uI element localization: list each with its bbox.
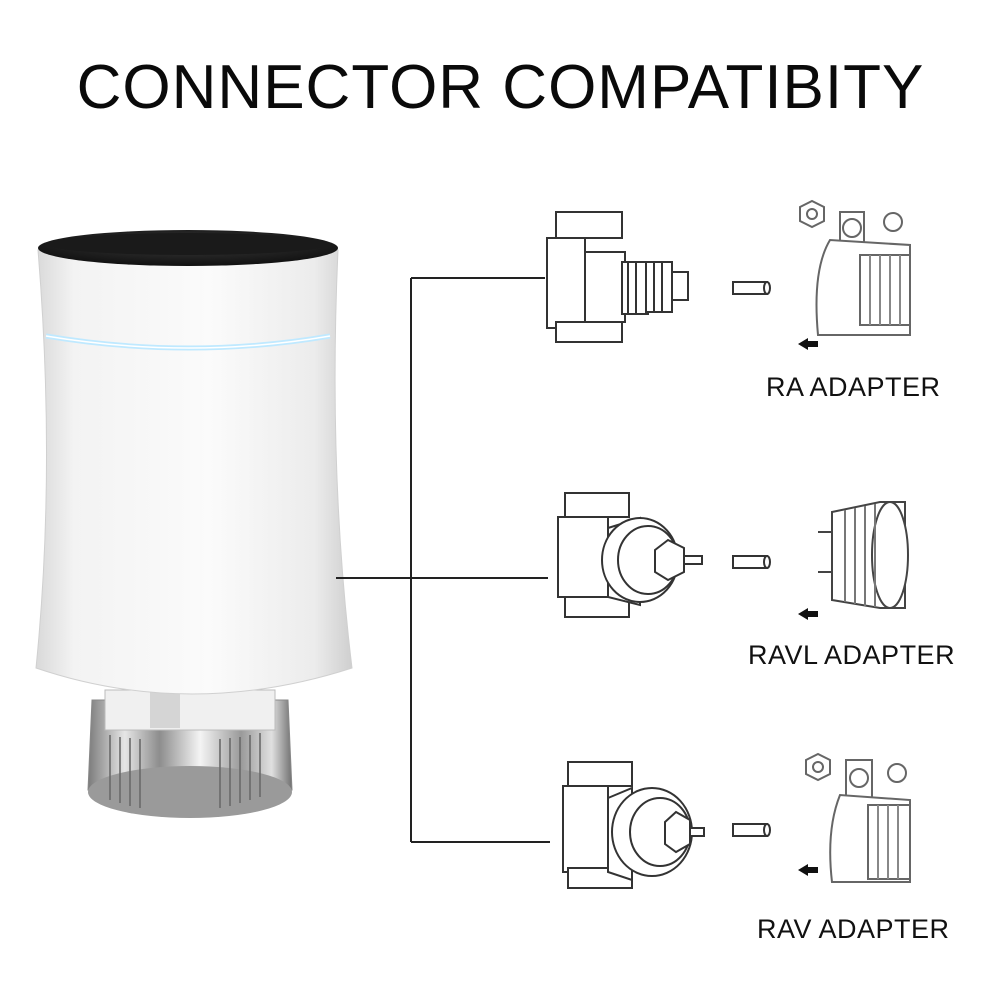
arrow-left-icon xyxy=(798,338,818,350)
thermostat-device xyxy=(35,230,353,818)
adapter-label-ravl: RAVL ADAPTER xyxy=(748,640,956,670)
adapter-label-ra: RA ADAPTER xyxy=(766,372,941,402)
page-title: CONNECTOR COMPATIBITY xyxy=(76,53,925,122)
valve-ravl-icon xyxy=(557,492,703,618)
adapter-ravl-icon xyxy=(818,501,909,609)
pin-icon xyxy=(732,281,771,295)
adapter-label-rav: RAV ADAPTER xyxy=(757,914,950,944)
pin-icon xyxy=(732,555,771,569)
arrow-left-icon xyxy=(798,864,818,876)
adapter-ra-icon xyxy=(799,199,911,336)
valve-ra-icon xyxy=(546,211,689,343)
pin-icon xyxy=(732,823,771,837)
connector-lines xyxy=(336,277,550,843)
adapter-rav-icon xyxy=(805,752,911,883)
arrow-left-icon xyxy=(798,608,818,620)
valve-rav-icon xyxy=(562,761,705,889)
